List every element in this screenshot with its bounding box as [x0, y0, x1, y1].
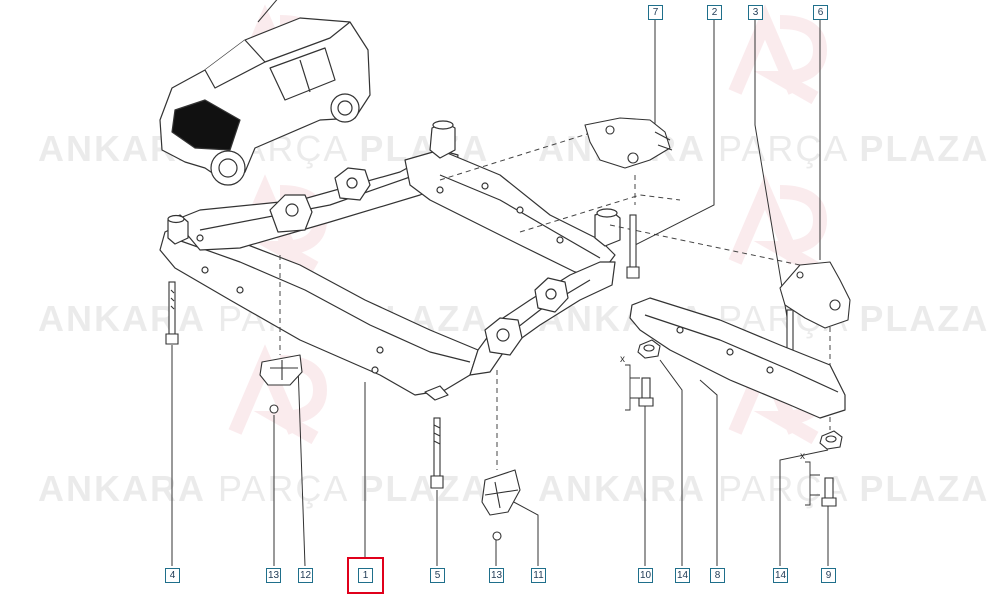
mounting-plates — [584, 117, 851, 329]
dimension-marks — [625, 364, 820, 506]
small-brackets — [259, 354, 521, 516]
dimension-label: x — [620, 354, 625, 365]
callout-part-13[interactable]: 13 — [489, 568, 504, 583]
nuts-and-washers — [637, 339, 843, 450]
callout-part-8[interactable]: 8 — [710, 568, 725, 583]
dimension-label: x — [800, 451, 805, 462]
callout-part-1[interactable]: 1 — [347, 557, 384, 594]
callout-part-12[interactable]: 12 — [298, 568, 313, 583]
leader-lines — [171, 20, 829, 567]
callout-part-4[interactable]: 4 — [165, 568, 180, 583]
crossmember-frame — [159, 120, 621, 401]
callout-part-2[interactable]: 2 — [707, 5, 722, 20]
callout-part-14[interactable]: 14 — [773, 568, 788, 583]
callout-part-3[interactable]: 3 — [748, 5, 763, 20]
callout-part-7[interactable]: 7 — [648, 5, 663, 20]
callout-part-13[interactable]: 13 — [266, 568, 281, 583]
callout-part-5[interactable]: 5 — [430, 568, 445, 583]
callout-part-6[interactable]: 6 — [813, 5, 828, 20]
callout-part-14[interactable]: 14 — [675, 568, 690, 583]
callout-part-9[interactable]: 9 — [821, 568, 836, 583]
callout-part-10[interactable]: 10 — [638, 568, 653, 583]
support-beam — [629, 297, 846, 419]
callout-part-11[interactable]: 11 — [531, 568, 546, 583]
car-thumbnail — [159, 0, 371, 186]
